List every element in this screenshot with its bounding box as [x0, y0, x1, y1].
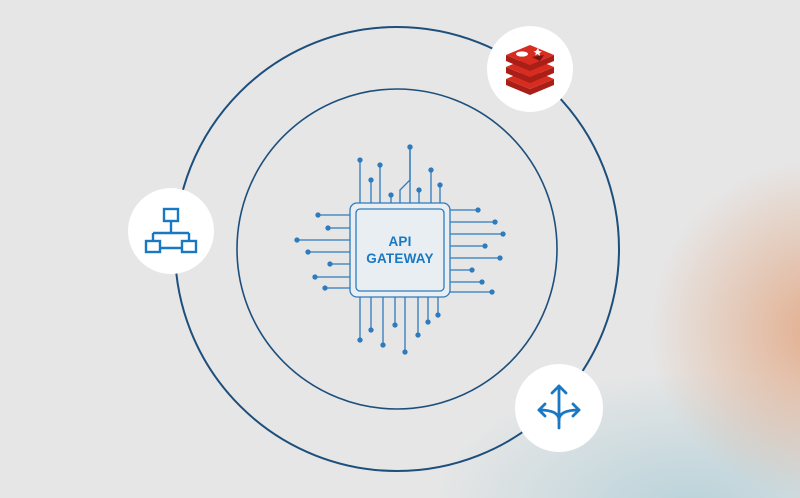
trace-terminal: [368, 327, 374, 333]
chip-traces: [294, 144, 506, 355]
redis-logo-icon: [506, 45, 554, 95]
trace-terminal: [325, 225, 331, 231]
inner-ring: [236, 88, 558, 410]
trace-terminal: [407, 144, 413, 150]
trace-terminal: [415, 332, 421, 338]
trace-terminal: [357, 337, 363, 343]
trace-terminal: [305, 249, 311, 255]
trace-terminal: [315, 212, 321, 218]
trace-terminal: [497, 255, 503, 261]
network-hierarchy-icon: [144, 207, 198, 254]
trace-terminal: [392, 322, 398, 328]
trace-terminal: [377, 162, 383, 168]
trace-terminal: [492, 219, 498, 225]
trace-terminal: [482, 243, 488, 249]
trace-terminal: [435, 312, 441, 318]
trace-terminal: [294, 237, 300, 243]
trace-terminal: [380, 342, 386, 348]
chip-trace: [399, 147, 411, 203]
gateway-label-line1: API: [388, 234, 412, 249]
trace-terminal: [469, 267, 475, 273]
chip-icon: [294, 144, 506, 355]
trace-terminal: [357, 157, 363, 163]
trace-terminal: [388, 192, 394, 198]
trace-terminal: [416, 187, 422, 193]
trace-terminal: [312, 274, 318, 280]
redis-node[interactable]: [487, 26, 573, 112]
network-node[interactable]: [128, 188, 214, 274]
trace-terminal: [402, 349, 408, 355]
split-arrows-icon: [537, 384, 581, 430]
trace-terminal: [437, 182, 443, 188]
trace-terminal: [428, 167, 434, 173]
gateway-label-line2: GATEWAY: [366, 251, 434, 266]
trace-terminal: [327, 261, 333, 267]
trace-terminal: [479, 279, 485, 285]
trace-terminal: [425, 319, 431, 325]
trace-terminal: [322, 285, 328, 291]
trace-terminal: [475, 207, 481, 213]
trace-terminal: [500, 231, 506, 237]
routing-node[interactable]: [515, 364, 603, 452]
api-gateway-label: API GATEWAY: [356, 212, 444, 288]
trace-terminal: [368, 177, 374, 183]
trace-terminal: [489, 289, 495, 295]
